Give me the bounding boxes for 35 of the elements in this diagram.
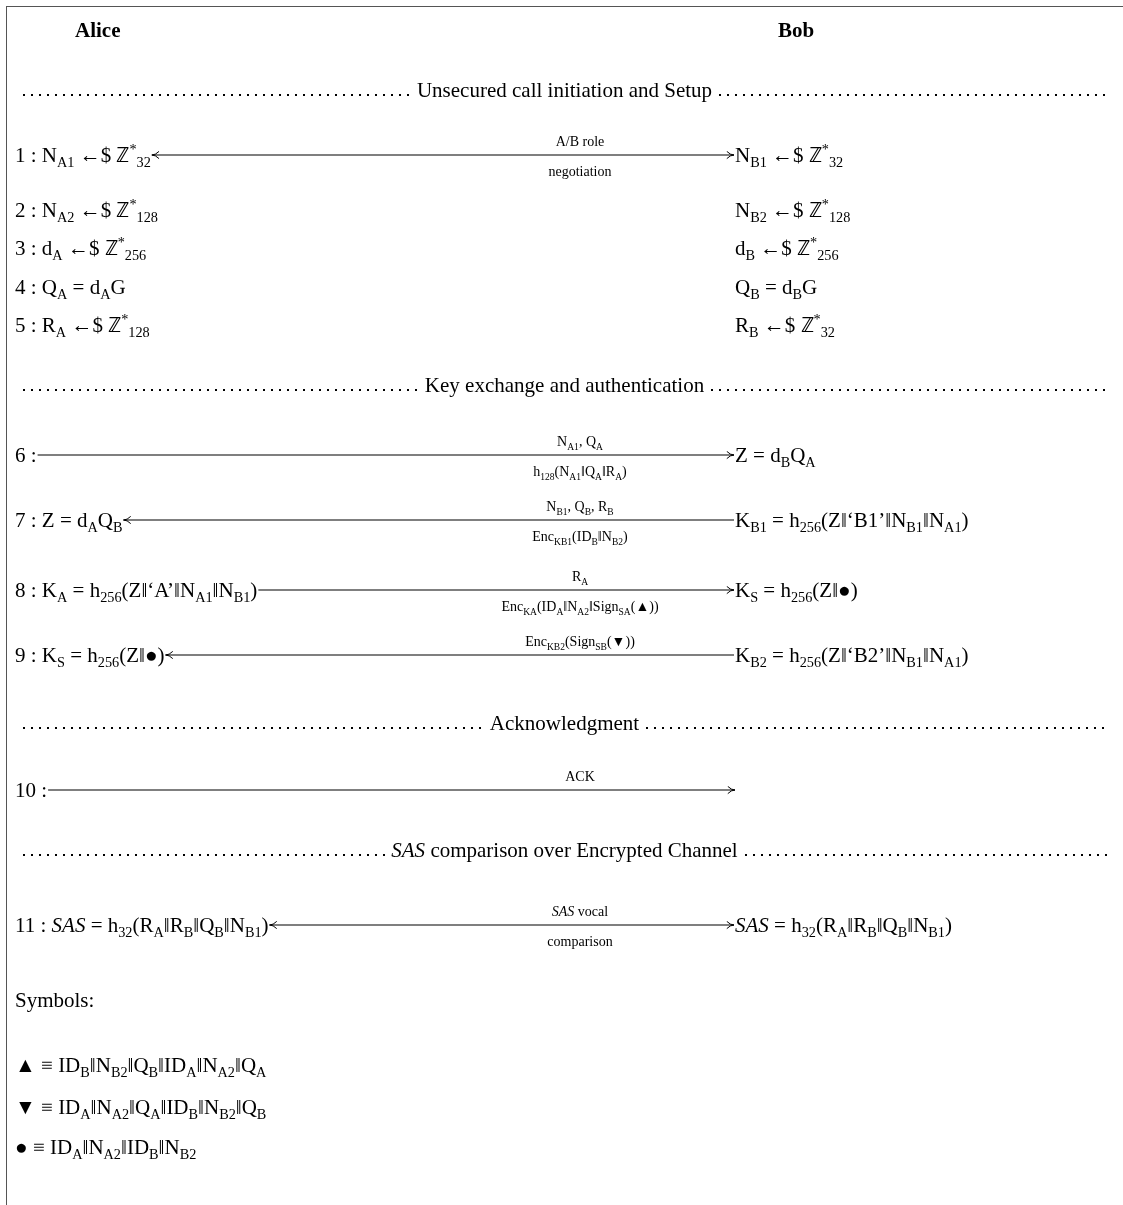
protocol-step-text: 10 :: [15, 776, 48, 804]
message-label: comparison: [546, 933, 614, 951]
edge-label: N$_{A1}$, Q$_{A}$: [556, 433, 604, 451]
message-label: Enc$_{K}$$_{B1}$(ID$_{B}$‖N$_{B2}$): [531, 528, 629, 546]
protocol-step-text: Z = d$_{B}$Q$_{A}$: [735, 441, 816, 469]
protocol-step-text: Q$_{B}$ = d$_{B}$G: [735, 274, 818, 301]
participant-name: Bob: [778, 17, 815, 44]
edge-label: Enc$_{K}$$_{B2}$(Sign$_{S}$$_{B}$(▼)): [524, 633, 636, 651]
section-heading: Key exchange and authentication: [423, 372, 706, 398]
participant-name: Alice: [75, 17, 121, 44]
protocol-step-text: 7 : Z = d$_{A}$Q$_{B}$: [15, 506, 123, 534]
message-label: negotiation: [547, 163, 613, 181]
message-label: Enc$_{K}$$_{A}$(ID$_{A}$‖N$_{A2}$‖Sign$_{S}$$_{A}$(▲)): [500, 598, 660, 616]
protocol-step-text: 4 : Q$_{A}$ = d$_{A}$G: [15, 274, 126, 301]
protocol-step-text: K$_{B2}$ = h$_{256}$(Z‖‘B2’‖N$_{B1}$‖N$_{A1}$): [735, 641, 969, 669]
edge-label: R$_{A}$: [570, 568, 590, 586]
protocol-step-text: 8 : K$_{A}$ = h$_{256}$(Z‖‘A’‖N$_{A1}$‖N$_{B1}$): [15, 576, 258, 604]
section-heading: SAS comparison over Encrypted Channel: [390, 837, 739, 863]
symbol-definition: ▼ ≡ ID$_{A}$‖N$_{A2}$‖Q$_{A}$‖ID$_{B}$‖N$_{B2}$‖Q$_{B}$: [15, 1094, 267, 1121]
message-label: h$_{128}$(N$_{A1}$‖Q$_{A}$‖R$_{A}$): [532, 463, 628, 481]
edge-label: ACK: [564, 768, 596, 786]
symbol-definition: ▲ ≡ ID$_{B}$‖N$_{B2}$‖Q$_{B}$‖ID$_{A}$‖N$_{A2}$‖Q$_{A}$: [15, 1052, 267, 1079]
protocol-step-text: K$_{S}$ = h$_{256}$(Z‖●): [735, 576, 858, 604]
protocol-step-text: 9 : K$_{S}$ = h$_{256}$(Z‖●): [15, 641, 165, 669]
protocol-step-text: 11 : SAS = h$_{32}$(R$_{A}$‖R$_{B}$‖Q$_{B}$‖N$_{B1}$): [15, 911, 269, 939]
edge-label: N$_{B1}$, Q$_{B}$, R$_{B}$: [545, 498, 615, 516]
edge-label: SAS vocal: [550, 903, 610, 921]
protocol-step-text: 6 :: [15, 441, 37, 469]
symbol-definition: ● ≡ ID$_{A}$‖N$_{A2}$‖ID$_{B}$‖N$_{B2}$: [15, 1134, 197, 1161]
protocol-step-text: SAS = h$_{32}$(R$_{A}$‖R$_{B}$‖Q$_{B}$‖N$_{B1}$): [735, 911, 952, 939]
edge-label: A/B role: [554, 133, 606, 151]
protocol-step-text: K$_{B1}$ = h$_{256}$(Z‖‘B1’‖N$_{B1}$‖N$_{A1}$): [735, 506, 969, 534]
section-heading: Unsecured call initiation and Setup: [415, 77, 714, 103]
symbols-heading: Symbols:: [15, 987, 95, 1014]
section-heading: Acknowledgment: [488, 710, 641, 736]
